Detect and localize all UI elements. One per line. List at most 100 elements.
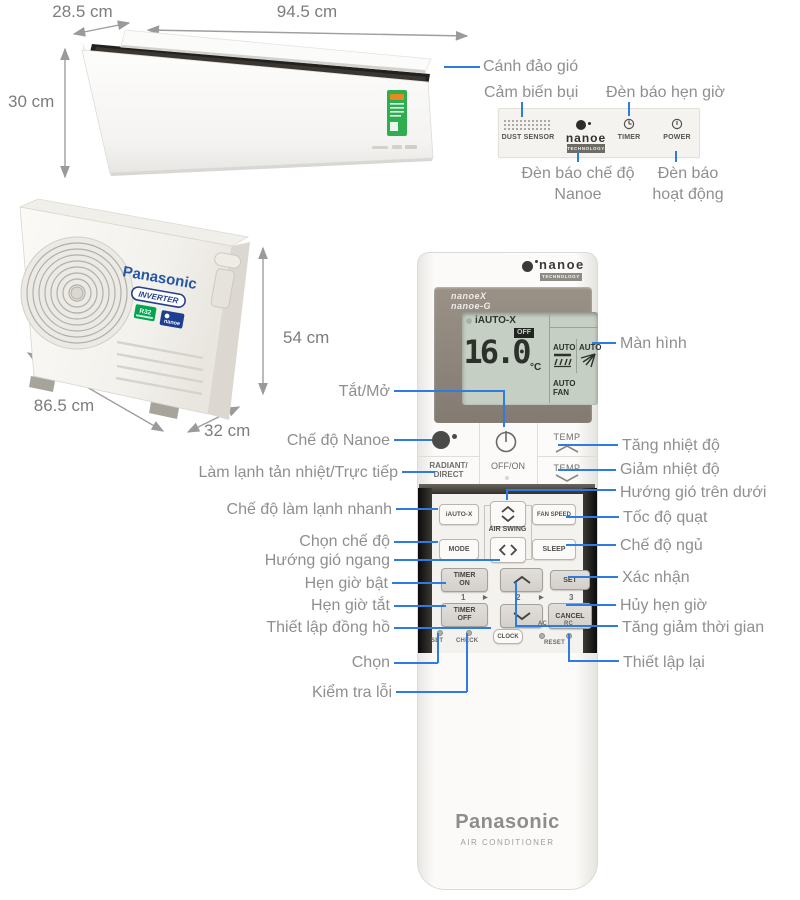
remote-logo-text: nanoe bbox=[539, 257, 585, 272]
nanoe-key-dot bbox=[452, 434, 457, 439]
callout-line bbox=[515, 582, 517, 627]
step2-label: 2 bbox=[516, 593, 521, 602]
lcd-swing-icon bbox=[580, 353, 596, 368]
timer-off-line1: TIMER bbox=[453, 607, 476, 614]
callout-power-led-line2: hoạt động bbox=[652, 186, 724, 203]
callout-line bbox=[566, 544, 616, 546]
callout-right-0: Màn hình bbox=[620, 335, 687, 352]
step1-label: 1 bbox=[461, 593, 466, 602]
updown-chevrons-icon bbox=[501, 505, 515, 523]
callout-line bbox=[394, 439, 432, 441]
lcd-louver-icon bbox=[554, 353, 572, 368]
callout-right-3: Hướng gió trên dưới bbox=[620, 484, 767, 501]
callout-line bbox=[394, 627, 491, 629]
up-chevron-icon bbox=[512, 575, 531, 584]
callout-left-6: Hẹn giờ bật bbox=[304, 575, 388, 592]
callout-timer: Đèn báo hẹn giờ bbox=[606, 84, 726, 101]
lcd-auto-right: AUTO bbox=[579, 343, 602, 352]
outdoor-r32-badge: R32 bbox=[139, 308, 152, 317]
power-indicator-label: POWER bbox=[663, 134, 691, 141]
key-divider bbox=[418, 456, 479, 457]
display-model-line2: nanoe-G bbox=[451, 301, 492, 311]
callout-left-7: Hẹn giờ tắt bbox=[311, 597, 390, 614]
callout-nanoe-mode-line2: Nanoe bbox=[554, 186, 602, 203]
temp-down-key-label: TEMP bbox=[553, 463, 581, 473]
remote-brand: Panasonic bbox=[455, 811, 560, 833]
callout-line bbox=[503, 390, 505, 427]
remote-control: nanoe TECHNOLOGY nanoeX nanoe-G iAUTO-X … bbox=[417, 252, 602, 890]
timer-indicator-label: TIMER bbox=[617, 134, 641, 141]
display-model-line1: nanoeX bbox=[451, 291, 487, 301]
airswing-leftright-key bbox=[490, 537, 526, 563]
offon-led bbox=[505, 476, 509, 480]
mode-key: MODE bbox=[439, 539, 479, 560]
step-arrow: ▶ bbox=[539, 595, 544, 601]
reset-label: RESET bbox=[544, 640, 566, 646]
callout-right-7: Hủy hẹn giờ bbox=[620, 597, 707, 614]
callout-line bbox=[394, 605, 446, 607]
callout-line bbox=[566, 604, 616, 606]
indoor-height-dim: 30 cm bbox=[8, 92, 55, 111]
time-down-key bbox=[500, 604, 543, 628]
nanoe-indicator-dot bbox=[588, 122, 591, 125]
leftright-chevrons-icon bbox=[498, 544, 518, 556]
indoor-width-dim: 94.5 cm bbox=[276, 2, 338, 21]
temp-up-key-label: TEMP bbox=[553, 432, 581, 442]
nanoe-logo-icon bbox=[522, 261, 533, 272]
callout-line bbox=[394, 541, 438, 543]
remote-logo-tech-badge: TECHNOLOGY bbox=[540, 273, 582, 281]
callout-line bbox=[592, 342, 616, 344]
outdoor-height-dim: 54 cm bbox=[283, 328, 330, 347]
sleep-key: SLEEP bbox=[532, 539, 576, 560]
key-divider bbox=[537, 456, 597, 457]
callout-left-1: Chế độ Nanoe bbox=[286, 432, 390, 449]
callout-line bbox=[444, 66, 480, 68]
lcd-temp-unit: °C bbox=[530, 362, 542, 373]
radiant-direct-key: RADIANT/ DIRECT bbox=[418, 461, 479, 479]
key-divider bbox=[537, 423, 538, 485]
callout-dust: Cảm biến bụi bbox=[484, 84, 579, 101]
display-bezel: nanoeX nanoe-G iAUTO-X OFF 16.0 °C AUTO bbox=[434, 287, 602, 423]
callout-line bbox=[521, 102, 523, 117]
rc-label: RC bbox=[564, 621, 574, 627]
callout-left-0: Tắt/Mở bbox=[338, 383, 390, 400]
power-key-icon bbox=[495, 431, 517, 453]
panel-technology-badge: TECHNOLOGY bbox=[567, 144, 605, 153]
outdoor-width-dim: 86.5 cm bbox=[33, 396, 95, 415]
callout-power-led-line1: Đèn báo bbox=[657, 165, 719, 182]
compartment-rail-left bbox=[418, 488, 432, 653]
callout-left-4: Chọn chế độ bbox=[299, 533, 390, 550]
power-indicator-icon bbox=[671, 118, 683, 130]
callout-line bbox=[568, 634, 570, 662]
callout-left-5: Hướng gió ngang bbox=[264, 552, 390, 569]
callout-nanoe-mode-line1: Đèn báo chế độ bbox=[521, 165, 635, 182]
callout-line bbox=[402, 471, 435, 473]
callout-line bbox=[392, 582, 446, 584]
callout-left-8: Thiết lập đồng hồ bbox=[266, 619, 390, 636]
lcd-screen: iAUTO-X OFF 16.0 °C AUTO AUTO bbox=[462, 312, 602, 405]
callout-line bbox=[558, 444, 618, 446]
panel-nanoe-label: nanoe bbox=[565, 131, 607, 145]
key-divider bbox=[479, 423, 480, 485]
lcd-divider-mid bbox=[576, 339, 577, 373]
ac-hole bbox=[539, 633, 545, 639]
callout-line bbox=[506, 489, 508, 500]
callout-right-2: Giảm nhiệt độ bbox=[620, 461, 720, 478]
callout-right-9: Thiết lập lại bbox=[623, 654, 705, 671]
callout-line bbox=[628, 102, 630, 116]
timer-indicator-icon bbox=[623, 118, 635, 130]
callout-right-1: Tăng nhiệt độ bbox=[622, 437, 720, 454]
callout-nanoe-mode: Đèn báo chế độ Nanoe bbox=[508, 163, 648, 205]
iautox-key: iAUTO-X bbox=[439, 504, 479, 525]
bracket-right bbox=[526, 505, 532, 560]
timer-on-line1: TIMER bbox=[453, 572, 476, 579]
dust-sensor-label: DUST SENSOR bbox=[501, 134, 555, 141]
remote-product-label: AIR CONDITIONER bbox=[460, 838, 555, 847]
outdoor-depth-dim: 32 cm bbox=[204, 421, 251, 440]
lcd-fan-line1: AUTO bbox=[553, 379, 576, 388]
callout-line bbox=[566, 516, 619, 518]
callout-line bbox=[437, 633, 439, 663]
indicator-panel: DUST SENSOR nanoe TECHNOLOGY TIMER POWER bbox=[498, 108, 700, 158]
callout-line bbox=[394, 662, 438, 664]
